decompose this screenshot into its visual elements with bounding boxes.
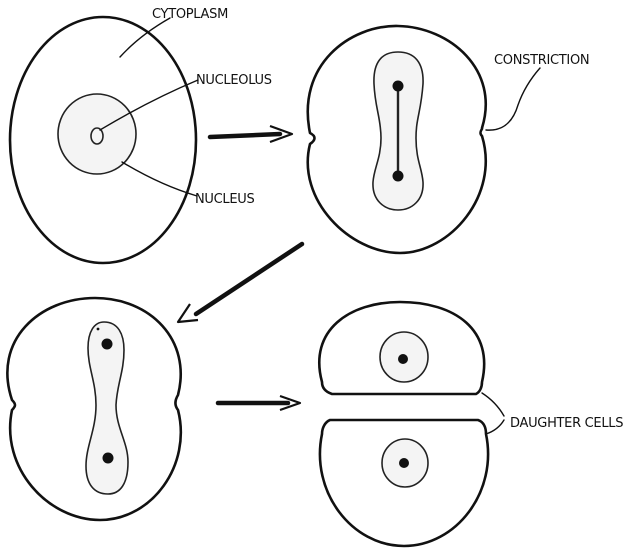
arrow-diagonal <box>178 244 302 322</box>
nucleus-circle <box>58 94 136 174</box>
nucleus-label: NUCLEUS <box>195 192 254 207</box>
nucleolus-label: NUCLEOLUS <box>196 73 272 88</box>
constriction-leader-line <box>486 68 540 130</box>
arrow-right-top <box>210 126 292 142</box>
nucleolus-dot <box>102 339 113 350</box>
stage-3-cell <box>7 298 180 520</box>
cytoplasm-label: CYTOPLASM <box>152 7 228 22</box>
nucleolus-dot <box>393 81 404 92</box>
speck <box>97 328 100 331</box>
stage-1-cell <box>10 17 198 263</box>
nucleolus-dot <box>398 354 408 364</box>
nucleolus-dot <box>393 171 404 182</box>
nucleolus-dot <box>399 458 409 468</box>
daughter-cells-label: DAUGHTER CELLS <box>510 416 623 431</box>
nucleolus-dot <box>103 453 114 464</box>
stage-4-daughter-cells <box>319 302 504 546</box>
nucleus-leader-line <box>122 162 197 196</box>
cytoplasm-leader-line <box>120 18 170 57</box>
daughter-cells-leader-line-bottom <box>486 420 504 434</box>
daughter-cells-leader-line-top <box>482 393 504 416</box>
arrow-right-bottom <box>218 396 300 410</box>
constriction-label: CONSTRICTION <box>494 53 589 68</box>
